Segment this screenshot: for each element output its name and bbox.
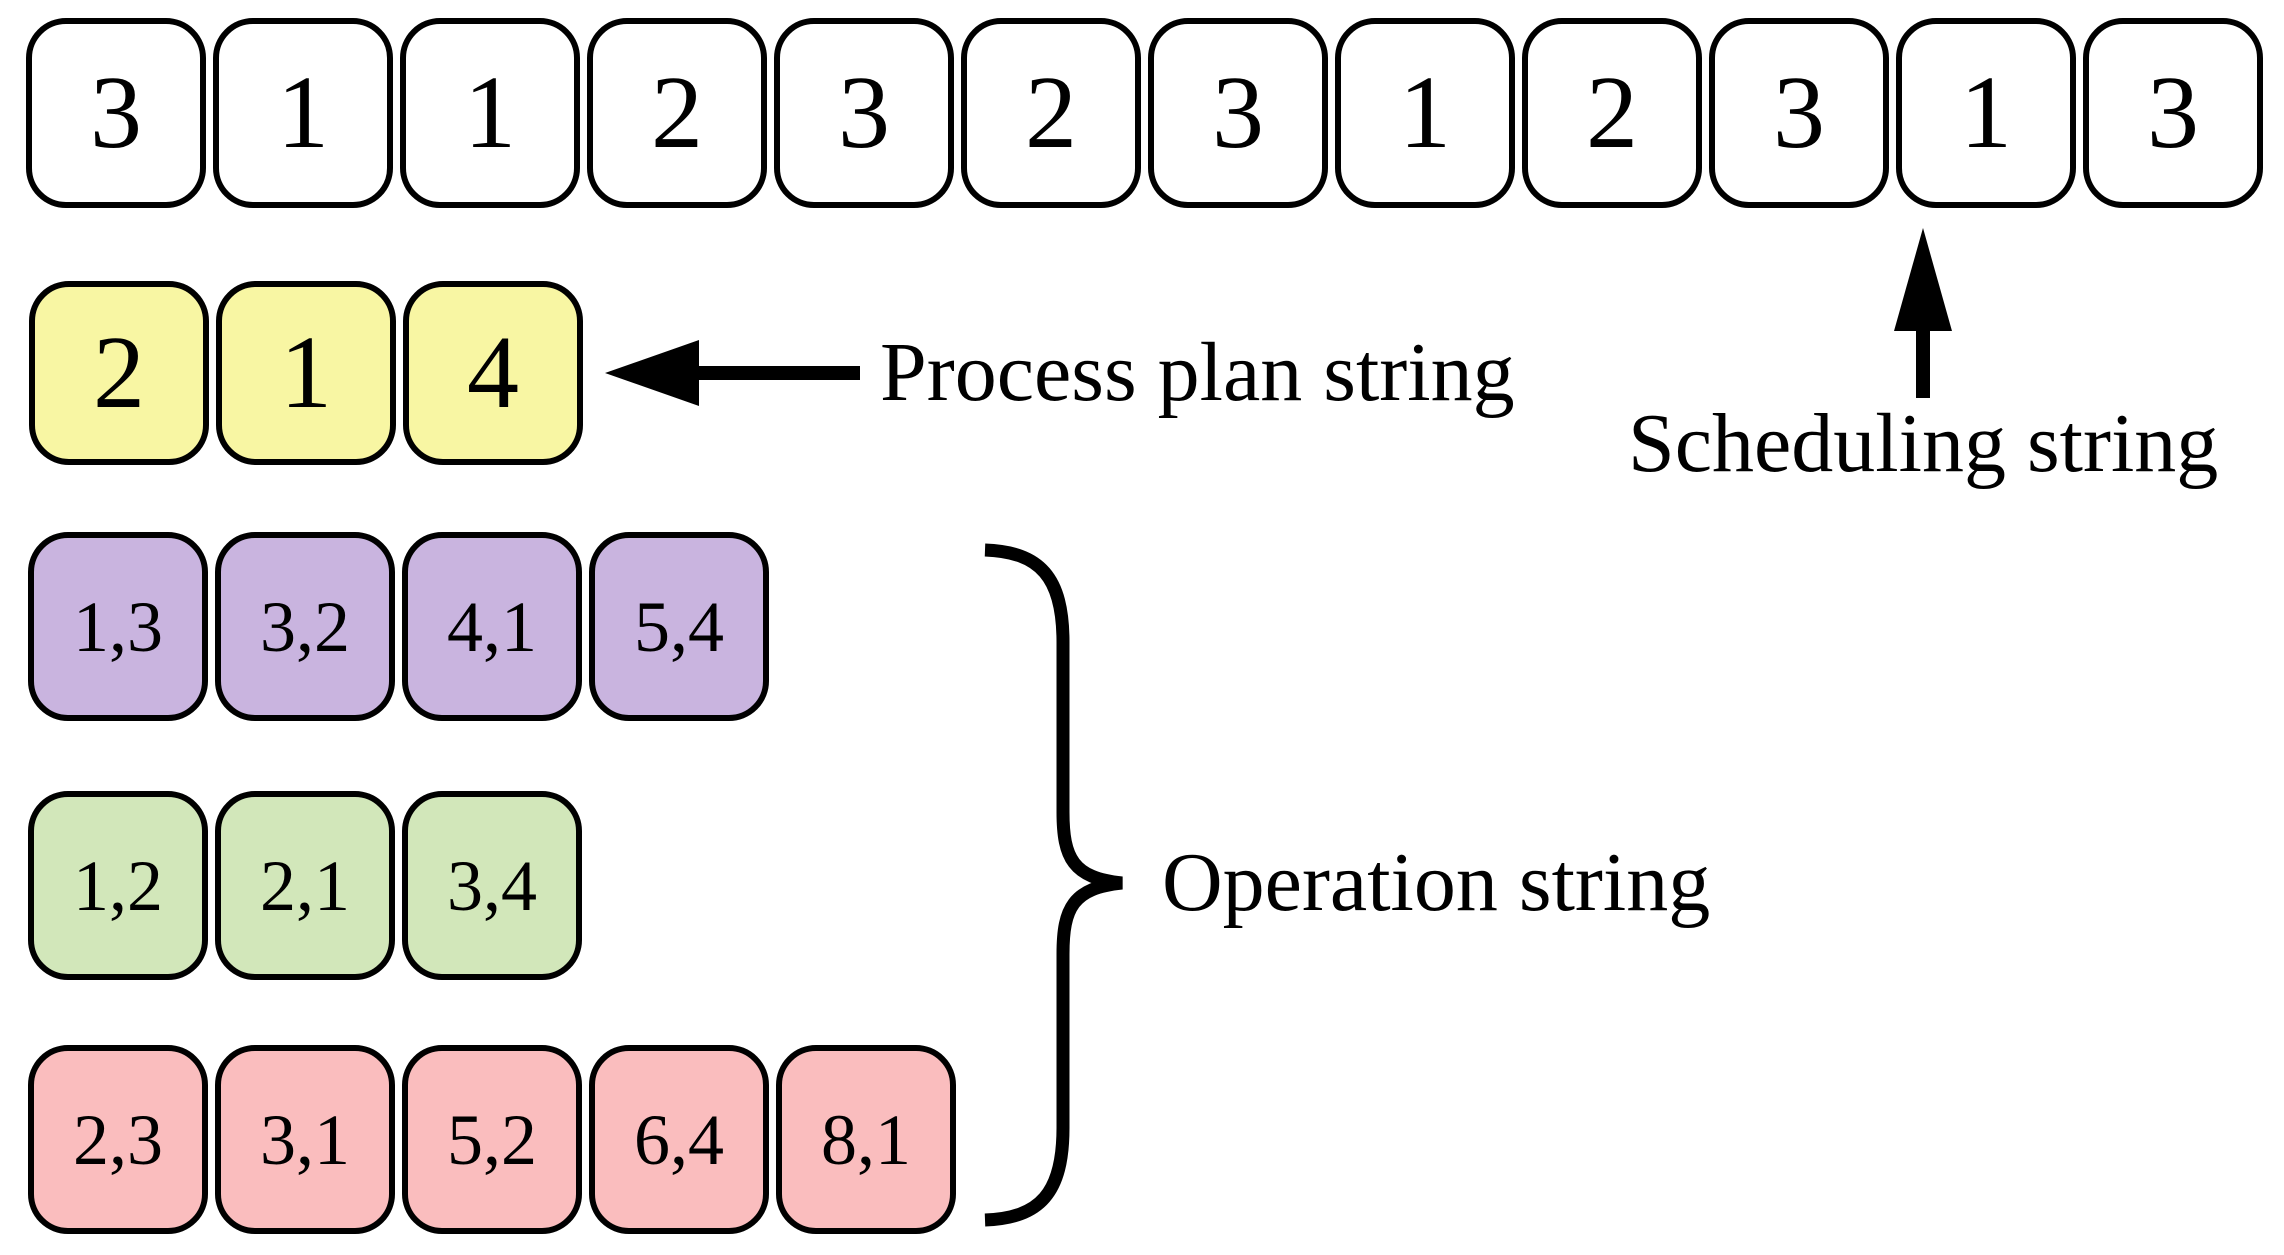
operation-cell: 4,1	[402, 532, 582, 721]
operation-cell: 2,1	[215, 791, 395, 980]
operation-cell: 6,4	[589, 1045, 769, 1234]
operation-cell: 1,3	[28, 532, 208, 721]
operation-string-row-green: 1,2 2,1 3,4	[28, 791, 582, 980]
operation-cell: 2,3	[28, 1045, 208, 1234]
operation-string-label: Operation string	[1162, 836, 1711, 929]
operation-string-row-red: 2,3 3,1 5,2 6,4 8,1	[28, 1045, 956, 1234]
operation-brace	[984, 543, 1123, 1227]
scheduling-cell: 1	[1896, 18, 2076, 208]
process-plan-cell: 4	[403, 281, 583, 465]
scheduling-cell: 1	[213, 18, 393, 208]
scheduling-cell: 1	[1335, 18, 1515, 208]
scheduling-cell: 3	[2083, 18, 2263, 208]
scheduling-arrow-icon	[1894, 228, 1952, 398]
process-plan-string-label: Process plan string	[880, 326, 1515, 419]
operation-cell: 5,4	[589, 532, 769, 721]
scheduling-cell: 2	[587, 18, 767, 208]
operation-cell: 3,1	[215, 1045, 395, 1234]
scheduling-cell: 3	[1148, 18, 1328, 208]
process-plan-arrow-icon	[605, 340, 860, 406]
scheduling-cell: 3	[26, 18, 206, 208]
scheduling-cell: 3	[774, 18, 954, 208]
scheduling-cell: 2	[961, 18, 1141, 208]
process-plan-cell: 1	[216, 281, 396, 465]
operation-cell: 1,2	[28, 791, 208, 980]
operation-cell: 8,1	[776, 1045, 956, 1234]
operation-cell: 5,2	[402, 1045, 582, 1234]
operation-cell: 3,2	[215, 532, 395, 721]
process-plan-string-row: 2 1 4	[29, 281, 583, 465]
scheduling-string-row: 3 1 1 2 3 2 3 1 2 3 1 3	[26, 18, 2263, 208]
scheduling-cell: 3	[1709, 18, 1889, 208]
scheduling-cell: 2	[1522, 18, 1702, 208]
scheduling-string-label: Scheduling string	[1628, 397, 2219, 490]
operation-string-row-purple: 1,3 3,2 4,1 5,4	[28, 532, 769, 721]
process-plan-cell: 2	[29, 281, 209, 465]
scheduling-cell: 1	[400, 18, 580, 208]
operation-cell: 3,4	[402, 791, 582, 980]
